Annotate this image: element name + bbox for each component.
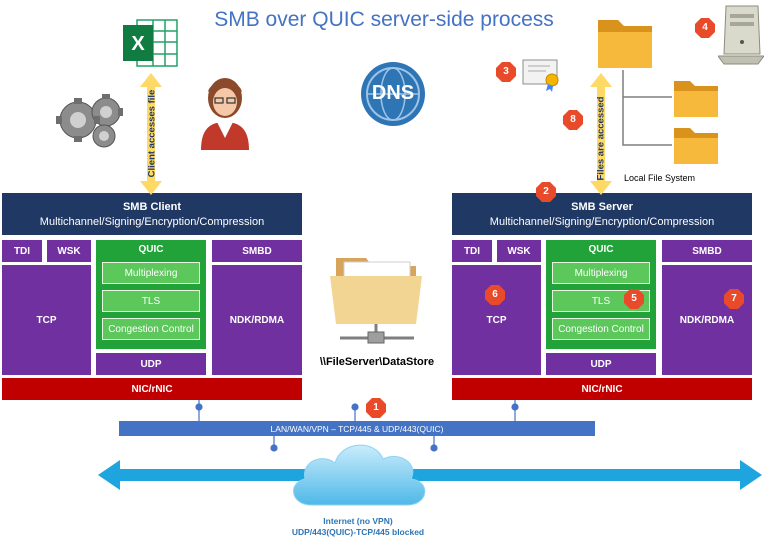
user-icon — [201, 78, 249, 150]
diagram-title: SMB over QUIC server-side process — [214, 8, 554, 31]
client-tcp: TCP — [2, 265, 91, 375]
step-badge-1: 1 — [366, 398, 386, 418]
step-badge-2: 2 — [536, 182, 556, 202]
client-tls: TLS — [102, 290, 200, 312]
step-badge-6-number: 6 — [492, 289, 498, 300]
gears-icon — [56, 94, 123, 148]
step-badge-8: 8 — [563, 110, 583, 130]
server-multiplexing: Multiplexing — [552, 262, 650, 284]
cloud-icon — [293, 444, 426, 506]
client-smbd: SMBD — [212, 240, 302, 262]
internet-label-line1: Internet (no VPN) — [323, 516, 393, 526]
client-multiplexing: Multiplexing — [102, 262, 200, 284]
folder-icon — [674, 81, 718, 117]
step-badge-5-number: 5 — [631, 293, 637, 304]
client-tdi: TDI — [2, 240, 42, 262]
server-access-arrow — [590, 73, 612, 195]
internet-double-arrow — [98, 460, 762, 490]
client-access-label: Client accesses file — [146, 89, 158, 178]
folder-icon — [598, 20, 652, 68]
server-ndk-rdma: NDK/RDMA — [662, 265, 752, 375]
server-wsk: WSK — [497, 240, 541, 262]
step-badge-3: 3 — [496, 62, 516, 82]
step-badge-5: 5 — [624, 289, 644, 309]
server-tdi: TDI — [452, 240, 492, 262]
client-ndk-rdma: NDK/RDMA — [212, 265, 302, 375]
internet-label: Internet (no VPN) UDP/443(QUIC)-TCP/445 … — [258, 516, 458, 538]
share-path: \\FileServer\DataStore — [319, 356, 435, 368]
server-smbd: SMBD — [662, 240, 752, 262]
server-computer-icon — [718, 5, 764, 65]
server-header-subtitle: Multichannel/Signing/Encryption/Compress… — [489, 216, 715, 228]
client-wsk: WSK — [47, 240, 91, 262]
server-header-title: SMB Server — [571, 201, 633, 213]
folder-icon — [674, 128, 718, 164]
step-badge-8-number: 8 — [570, 114, 576, 125]
client-access-arrow — [140, 73, 162, 195]
client-udp: UDP — [96, 353, 206, 375]
local-file-system-label: Local File System — [624, 173, 696, 183]
dns-label: DNS — [371, 82, 415, 104]
client-header: SMB Client Multichannel/Signing/Encrypti… — [2, 193, 302, 235]
internet-label-line2: UDP/443(QUIC)-TCP/445 blocked — [291, 527, 425, 537]
server-tcp: TCP — [452, 265, 541, 375]
server-nic: NIC/rNIC — [452, 378, 752, 400]
server-header: SMB Server Multichannel/Signing/Encrypti… — [452, 193, 752, 235]
svg-text:X: X — [131, 33, 145, 55]
step-badge-7-number: 7 — [731, 293, 737, 304]
client-congestion-control: Congestion Control — [102, 318, 200, 340]
step-badge-2-number: 2 — [543, 186, 549, 197]
step-badge-4-number: 4 — [702, 22, 708, 33]
server-quic-label: QUIC — [588, 244, 614, 255]
client-header-subtitle: Multichannel/Signing/Encryption/Compress… — [39, 216, 265, 228]
step-badge-7: 7 — [724, 289, 744, 309]
server-access-label: Files are accessed — [595, 96, 607, 181]
certificate-icon — [522, 59, 559, 92]
step-badge-6: 6 — [485, 285, 505, 305]
step-badge-1-number: 1 — [373, 402, 379, 413]
client-quic-label: QUIC — [138, 244, 164, 255]
excel-icon: X — [123, 19, 178, 67]
client-quic-block: QUIC Multiplexing TLS Congestion Control — [96, 240, 206, 349]
server-congestion-control: Congestion Control — [552, 318, 650, 340]
client-nic: NIC/rNIC — [2, 378, 302, 400]
step-badge-4: 4 — [695, 18, 715, 38]
dns-icon: DNS — [359, 60, 427, 128]
shared-folder-icon — [330, 258, 422, 344]
client-header-title: SMB Client — [122, 201, 182, 213]
step-badge-3-number: 3 — [503, 66, 509, 77]
server-udp: UDP — [546, 353, 656, 375]
lan-wan-vpn-bar: LAN/WAN/VPN – TCP/445 & UDP/443(QUIC) — [119, 421, 595, 436]
